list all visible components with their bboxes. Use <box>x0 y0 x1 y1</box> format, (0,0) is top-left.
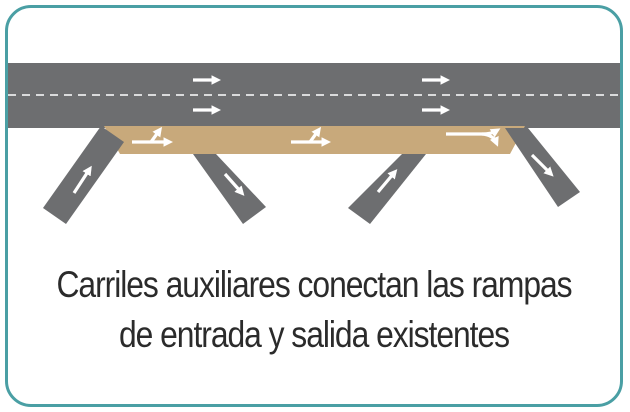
off-ramp-left <box>193 154 266 224</box>
on-ramp-left <box>43 126 124 224</box>
ramp-arrow-icon <box>223 172 245 196</box>
diverge-arrow-icon <box>446 128 501 147</box>
caption-line-1: Carriles auxiliares conectan las rampas <box>56 264 572 305</box>
auxiliary-lane <box>104 126 525 154</box>
merge-arrow-icon <box>291 126 332 147</box>
ramp-arrow-icon <box>376 169 398 194</box>
off-ramp-right <box>505 128 580 207</box>
diagram-card: Carriles auxiliares conectan las rampas … <box>5 5 623 407</box>
on-ramp-right <box>348 154 426 224</box>
caption-line-2: de entrada y salida existentes <box>118 314 510 355</box>
highway-diagram <box>8 63 620 224</box>
ramp-arrow-icon <box>530 153 554 177</box>
ramp-arrow-icon <box>72 165 92 194</box>
caption: Carriles auxiliares conectan las rampas … <box>51 260 577 360</box>
merge-arrow-icon <box>132 126 174 147</box>
